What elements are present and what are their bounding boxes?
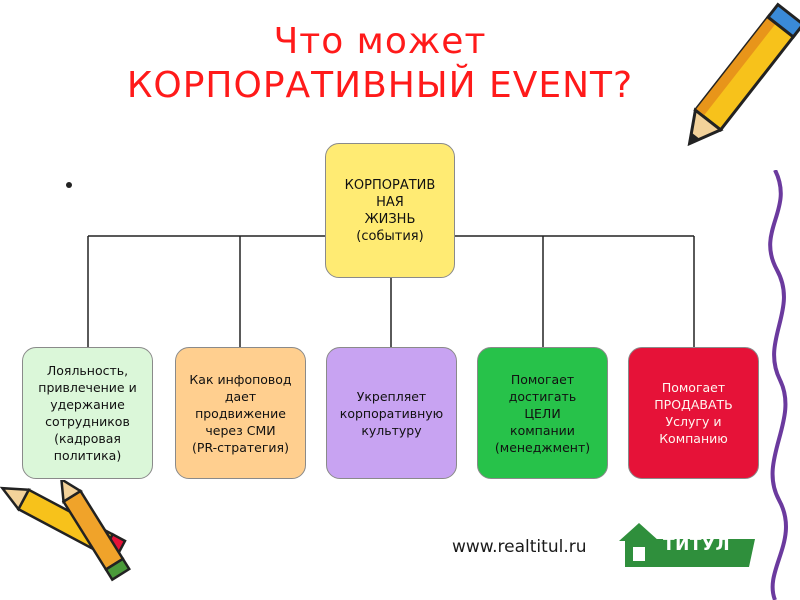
child-box-culture: Укрепляет корпоративную культуру — [326, 347, 457, 479]
title-line-2: КОРПОРАТИВНЫЙ EVENT? — [126, 65, 634, 106]
child-box-sales: Помогает ПРОДАВАТЬ Услугу и Компанию — [628, 347, 759, 479]
house-logo-icon — [619, 523, 755, 567]
website-url[interactable]: www.realtitul.ru — [452, 537, 587, 557]
logo-text: ТИТУЛ — [663, 535, 731, 555]
pencil-icon — [687, 2, 800, 147]
title-line-1: Что может — [273, 21, 487, 62]
bullet-point — [66, 182, 72, 188]
squiggle-decoration — [768, 170, 788, 600]
child-box-pr: Как инфоповод дает продвижение через СМИ… — [175, 347, 306, 479]
page-title: Что может КОРПОРАТИВНЫЙ EVENT? — [60, 20, 700, 108]
top-box: КОРПОРАТИВ НАЯ ЖИЗНЬ (события) — [325, 143, 455, 278]
pencil-icon — [59, 480, 131, 582]
child-box-loyalty: Лояльность, привлечение и удержание сотр… — [22, 347, 153, 479]
child-box-goals: Помогает достигать ЦЕЛИ компании (менедж… — [477, 347, 608, 479]
